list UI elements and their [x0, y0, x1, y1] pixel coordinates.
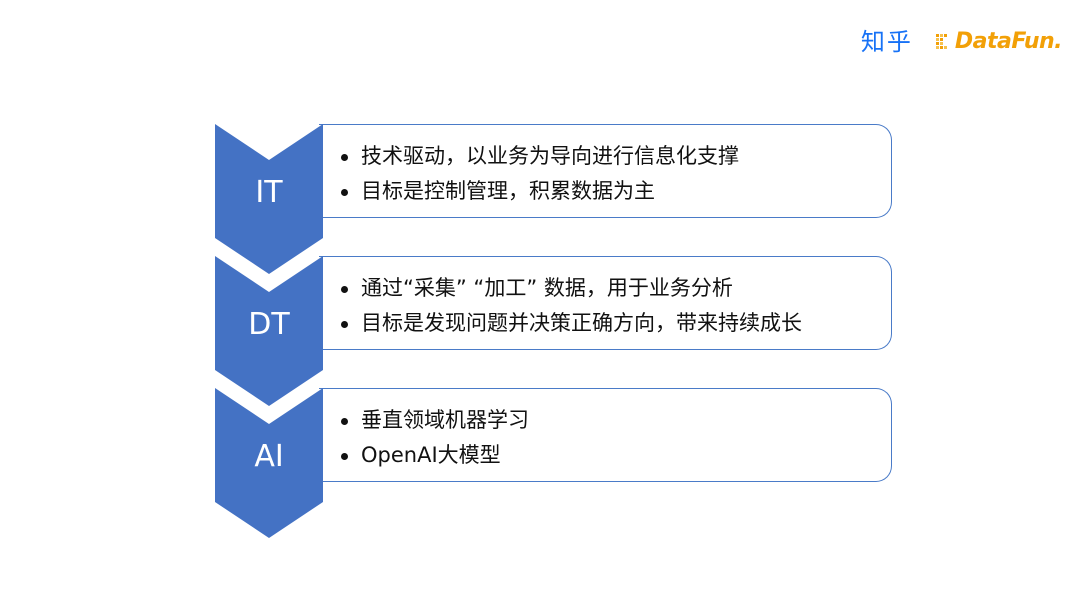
chevron-label-dt: DT [248, 307, 290, 342]
chevron-label-ai: AI [254, 439, 284, 474]
bullet-list-dt: 通过“采集” “加工” 数据，用于业务分析 目标是发现问题并决策正确方向，带来持… [319, 257, 891, 341]
flow-row-dt: 通过“采集” “加工” 数据，用于业务分析 目标是发现问题并决策正确方向，带来持… [215, 256, 895, 406]
bullet-list-it: 技术驱动，以业务为导向进行信息化支撑 目标是控制管理，积累数据为主 [319, 125, 891, 209]
zhihu-logo: 知乎 [860, 28, 913, 56]
bullet-item: 通过“采集” “加工” 数据，用于业务分析 [339, 271, 891, 306]
content-card-ai: 垂直领域机器学习 OpenAI大模型 [319, 388, 892, 482]
content-card-dt: 通过“采集” “加工” 数据，用于业务分析 目标是发现问题并决策正确方向，带来持… [319, 256, 892, 350]
datafun-logo-icon [935, 34, 947, 49]
datafun-wordmark: DataFun. [954, 29, 1063, 54]
chevron-shape-it [215, 124, 323, 274]
bullet-item: 技术驱动，以业务为导向进行信息化支撑 [339, 139, 891, 174]
bullet-item: 目标是控制管理，积累数据为主 [339, 174, 891, 209]
flow-row-it: 技术驱动，以业务为导向进行信息化支撑 目标是控制管理，积累数据为主 IT [215, 124, 895, 274]
flow-row-ai: 垂直领域机器学习 OpenAI大模型 AI [215, 388, 895, 538]
chevron-label-it: IT [255, 175, 283, 210]
chevron-shape-ai [215, 388, 323, 538]
bullet-item: 目标是发现问题并决策正确方向，带来持续成长 [339, 306, 891, 341]
datafun-logo: DataFun. [935, 29, 1063, 54]
bullet-item: OpenAI大模型 [339, 438, 891, 473]
content-card-it: 技术驱动，以业务为导向进行信息化支撑 目标是控制管理，积累数据为主 [319, 124, 892, 218]
brand-header: 知乎 DataFun. [860, 28, 1063, 56]
bullet-item: 垂直领域机器学习 [339, 403, 891, 438]
bullet-list-ai: 垂直领域机器学习 OpenAI大模型 [319, 389, 891, 473]
chevron-shape-dt [215, 256, 323, 406]
